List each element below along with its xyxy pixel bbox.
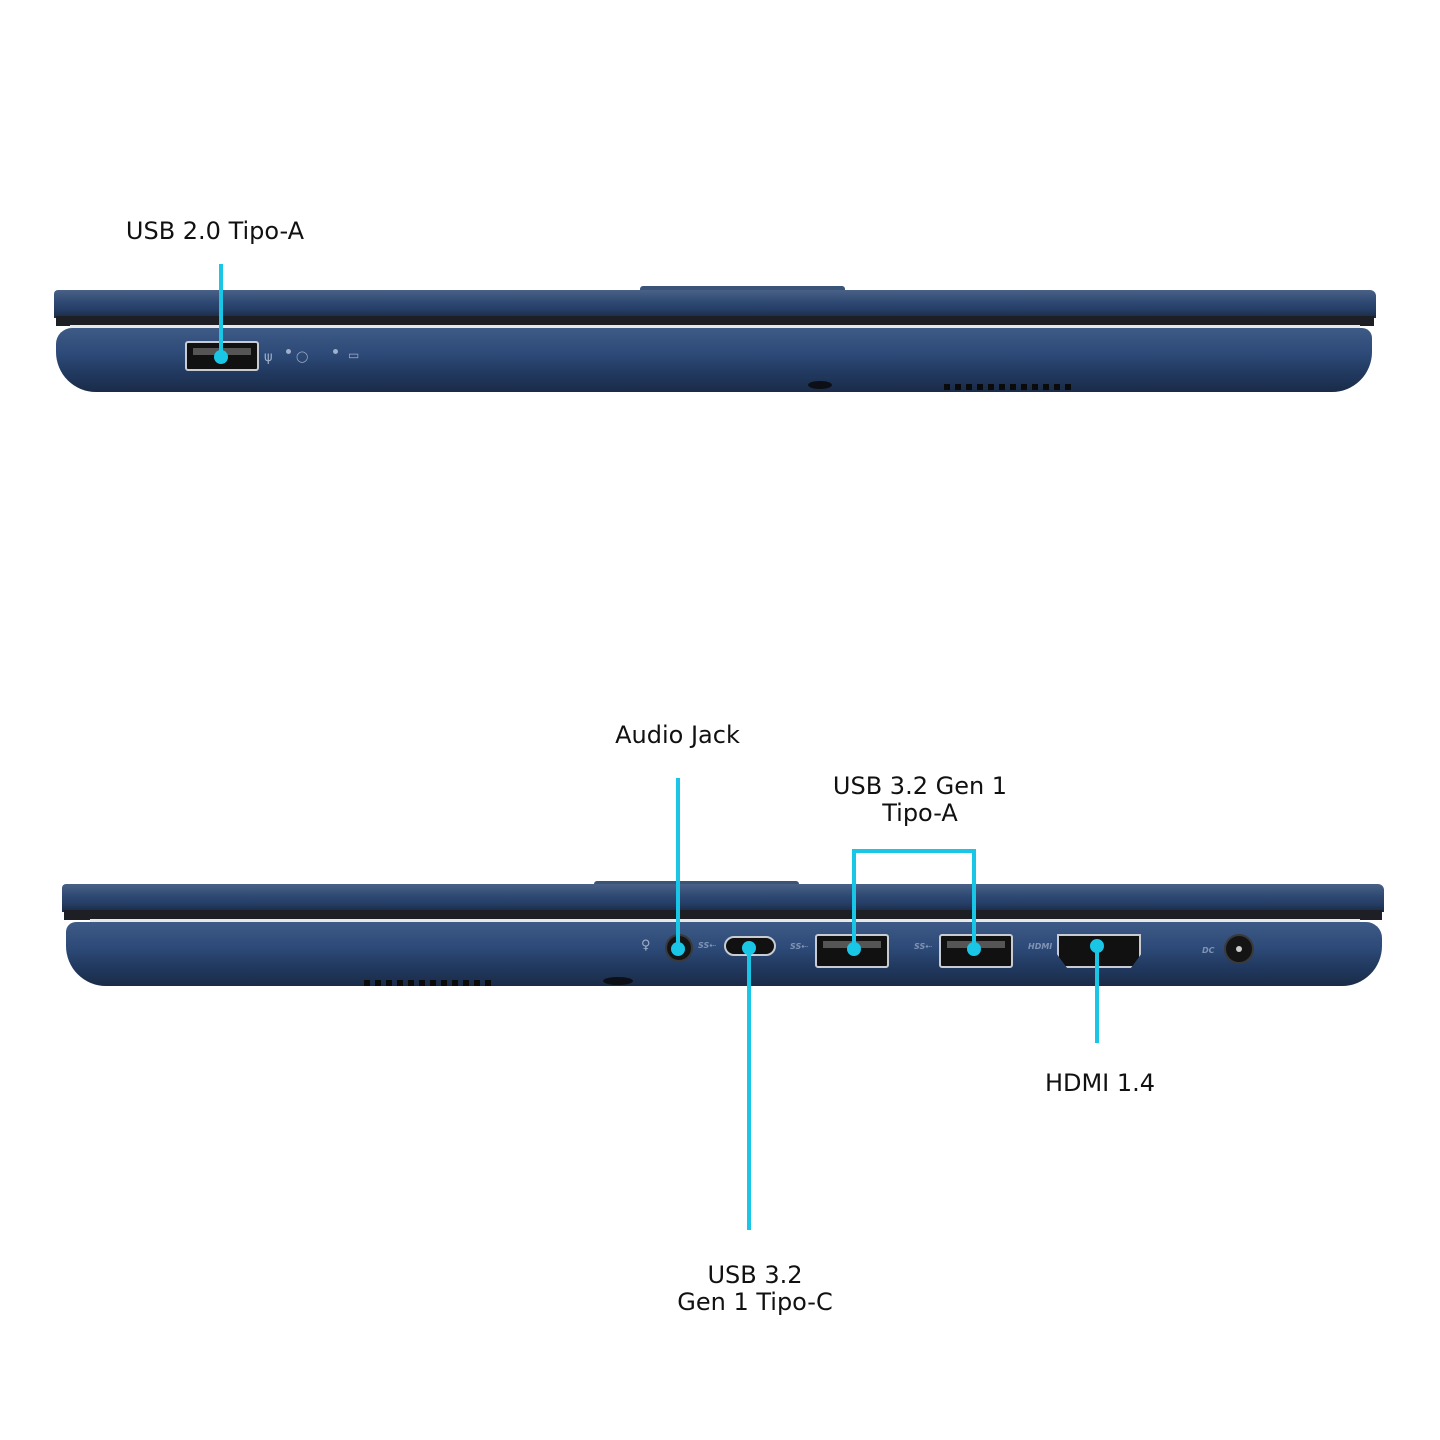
hinge-gap bbox=[70, 325, 1360, 328]
usb-c-callout-line bbox=[747, 948, 751, 1230]
usb-ss-marking: SS⇠ bbox=[790, 942, 808, 951]
usb-3-2-a-label-line1: USB 3.2 Gen 1 bbox=[832, 772, 1008, 800]
hdmi-label: HDMI 1.4 bbox=[1044, 1069, 1156, 1097]
usb-ss-marking: SS⇠ bbox=[698, 941, 716, 950]
usb-3-2-a-label: USB 3.2 Gen 1 Tipo-A bbox=[820, 773, 1020, 827]
usb-symbol-icon: ψ bbox=[264, 350, 273, 365]
usb-3-2-a-bracket-left bbox=[852, 849, 856, 949]
base bbox=[66, 922, 1382, 986]
usb-3-2-a-callout-dot-2 bbox=[967, 942, 981, 956]
usb-3-2-a-bracket-top bbox=[852, 849, 976, 853]
usb-c-label-line2: Gen 1 Tipo-C bbox=[677, 1288, 833, 1316]
usb-3-2-a-callout-dot-1 bbox=[847, 942, 861, 956]
usb-2-0-callout-line bbox=[219, 264, 223, 356]
power-led-icon bbox=[286, 349, 291, 354]
base bbox=[56, 328, 1372, 392]
speaker-vent bbox=[944, 384, 1076, 390]
audio-jack-callout-dot bbox=[671, 942, 685, 956]
usb-ss-marking: SS⇠ bbox=[914, 942, 932, 951]
lid-edge bbox=[64, 910, 1382, 920]
headset-symbol-icon: ♀ bbox=[641, 938, 651, 953]
speaker-vent bbox=[364, 980, 496, 986]
usb-2-0-callout-dot bbox=[214, 350, 228, 364]
audio-jack-callout-line bbox=[676, 778, 680, 948]
usb-3-2-a-label-line2: Tipo-A bbox=[882, 799, 958, 827]
audio-jack-label: Audio Jack bbox=[615, 721, 740, 749]
lid-edge bbox=[56, 316, 1374, 326]
usb-c-label-line1: USB 3.2 bbox=[707, 1261, 803, 1289]
lid bbox=[54, 290, 1376, 318]
laptop-left-side-view: ♀ SS⇠ SS⇠ SS⇠ HDMI DC bbox=[0, 860, 1440, 1020]
dc-in-port bbox=[1224, 934, 1254, 964]
usb-c-label: USB 3.2 Gen 1 Tipo-C bbox=[660, 1262, 850, 1316]
battery-indicator-icon: ▭ bbox=[348, 348, 360, 362]
lid-tab bbox=[640, 286, 845, 292]
usb-3-2-a-bracket-right bbox=[972, 849, 976, 949]
foot bbox=[603, 977, 633, 985]
usb-2-0-label: USB 2.0 Tipo-A bbox=[125, 217, 305, 245]
lid bbox=[62, 884, 1384, 912]
charge-led-icon bbox=[333, 349, 338, 354]
dc-marking: DC bbox=[1202, 946, 1215, 955]
hinge-gap bbox=[90, 919, 1360, 922]
hdmi-marking: HDMI bbox=[1028, 942, 1053, 951]
foot bbox=[808, 381, 832, 389]
power-indicator-icon: ◯ bbox=[296, 350, 309, 363]
hdmi-callout-line bbox=[1095, 946, 1099, 1043]
laptop-right-side-view: ψ ◯ ▭ bbox=[0, 0, 1440, 420]
